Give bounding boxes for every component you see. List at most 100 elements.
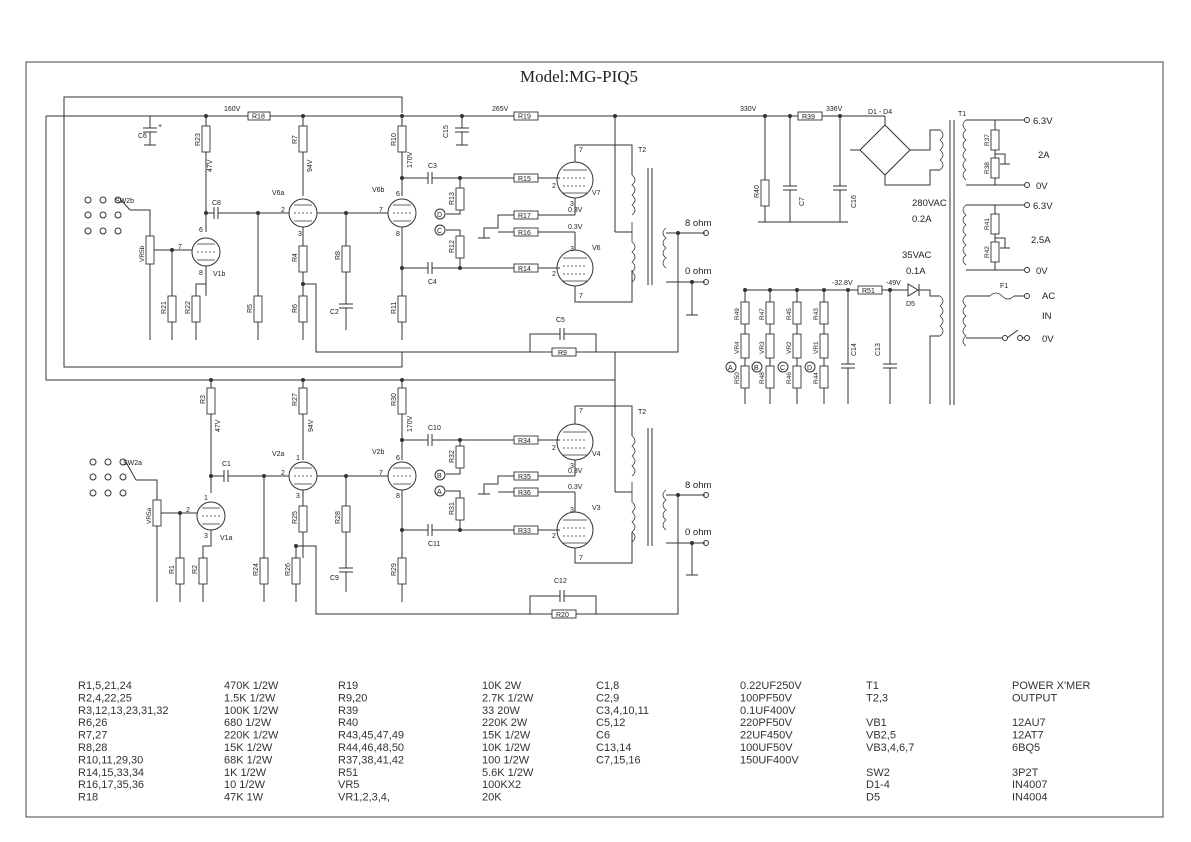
resistor-R32 [455,445,465,469]
switch-SW2a: SW2a [89,458,142,497]
bom-col4-row: 10K 1/2W [482,742,531,754]
label-R36: R36 [518,490,531,497]
bom-col4-row: 20K [482,792,502,804]
svg-text:T1: T1 [958,111,966,118]
svg-text:2: 2 [552,183,556,190]
svg-text:VR1: VR1 [813,341,820,354]
svg-text:0V: 0V [1036,266,1048,277]
resistor-R25 [298,505,308,533]
upper-8-ohm: 8 ohm [685,218,711,229]
svg-text:R50: R50 [734,372,741,384]
svg-text:A: A [728,365,733,372]
marker-A-lower [434,485,446,497]
voltage-170v-lower: 170V [407,415,414,432]
svg-text:6.3V: 6.3V [1033,201,1053,212]
svg-text:6: 6 [396,191,400,198]
resistor-R13 [455,187,465,211]
resistor-R9 [551,347,577,357]
bom-col1-row: R7,27 [78,730,107,742]
svg-text:R45: R45 [786,308,793,320]
bom-col4-row: 100 1/2W [482,754,530,766]
label-V7: V7 [592,190,601,197]
label-R3: R3 [200,395,207,404]
potentiometer-VR3 [765,333,775,359]
svg-text:2: 2 [552,271,556,278]
svg-text:2: 2 [281,470,285,477]
label-R10: R10 [391,133,398,146]
transformer-T1: T1 [939,111,967,405]
label-V3: V3 [592,505,601,512]
bom-col2-row: 1K 1/2W [224,767,267,779]
label-R27: R27 [292,393,299,406]
svg-text:-49V: -49V [886,280,901,287]
label-V6b: V6b [372,187,385,194]
svg-text:280VAC: 280VAC [912,198,947,209]
bom-col5-row: C6 [596,730,610,742]
resistor-R45 [792,301,802,325]
svg-text:R44: R44 [813,372,820,384]
label-V4: V4 [592,451,601,458]
bias-network: R49 VR4 R50 A R47 VR3 R48 B R45 VR2 R46 [725,290,829,404]
label-R15: R15 [518,176,531,183]
svg-text:0.1A: 0.1A [906,266,926,277]
drawing-title: Model:MG-PIQ5 [520,67,638,86]
bom-col2-row: 470K 1/2W [224,680,279,692]
label-R18: R18 [252,114,265,121]
svg-text:2.5A: 2.5A [1031,235,1051,246]
resistor-R2 [198,557,208,585]
resistor-R19 [513,111,539,121]
svg-text:0V: 0V [1042,334,1054,345]
label-R31: R31 [449,502,456,515]
bom-col7-row: VB2,5 [866,730,896,742]
bom-col4-row: 15K 1/2W [482,730,531,742]
label-C16: C16 [851,195,858,208]
label-C10: C10 [428,425,441,432]
label-VR5b: VR5b [139,245,146,262]
label-R25: R25 [292,511,299,524]
bom-col8-row: 12AT7 [1012,730,1044,742]
bom-col5-row: C13,14 [596,742,631,754]
voltage-170v-upper: 170V [407,151,414,168]
svg-text:VR2: VR2 [786,341,793,354]
potentiometer-VR1 [819,333,829,359]
bom-col3-row: R9,20 [338,692,367,704]
bom-col6-row: 22UF450V [740,730,793,742]
bom-col2-row: 47K 1W [224,792,264,804]
label-R33: R33 [518,528,531,535]
svg-text:2A: 2A [1038,150,1050,161]
potentiometer-VR4 [740,333,750,359]
bom-col3-row: R39 [338,705,358,717]
resistor-R4 [298,245,308,273]
svg-text:2: 2 [186,507,190,514]
resistor-R50 [740,365,750,389]
bom-col5-row: C7,15,16 [596,754,641,766]
bom-col6-row: 100PF50V [740,692,793,704]
svg-text:D1 - D4: D1 - D4 [868,109,892,116]
resistor-R41 [990,213,1000,235]
label-R11: R11 [391,302,398,314]
bom-col8-row: OUTPUT [1012,692,1058,704]
label-V6: V6 [592,245,601,252]
bom-col8-row: 3P2T [1012,767,1039,779]
label-D5: D5 [906,301,915,308]
label-R7: R7 [292,135,299,144]
svg-text:3: 3 [204,533,208,540]
label-R51: R51 [862,288,875,295]
label-V2a: V2a [272,451,285,458]
resistor-R48 [765,365,775,389]
bom-col4-row: 100KX2 [482,779,521,791]
svg-text:C: C [437,228,442,235]
bom-col2-row: 10 1/2W [224,779,266,791]
label-C15: C15 [443,125,450,138]
resistor-R1 [175,557,185,585]
svg-text:0.2A: 0.2A [912,214,932,225]
resistor-R5 [253,295,263,323]
switch-SW2b: SW2b [84,196,134,235]
voltage-160v: 160V [224,106,241,113]
resistor-R6 [298,295,308,323]
label-C12: C12 [554,578,567,585]
resistor-R40 [760,179,770,207]
bom-col3-row: R51 [338,767,358,779]
resistor-R38 [990,157,1000,179]
